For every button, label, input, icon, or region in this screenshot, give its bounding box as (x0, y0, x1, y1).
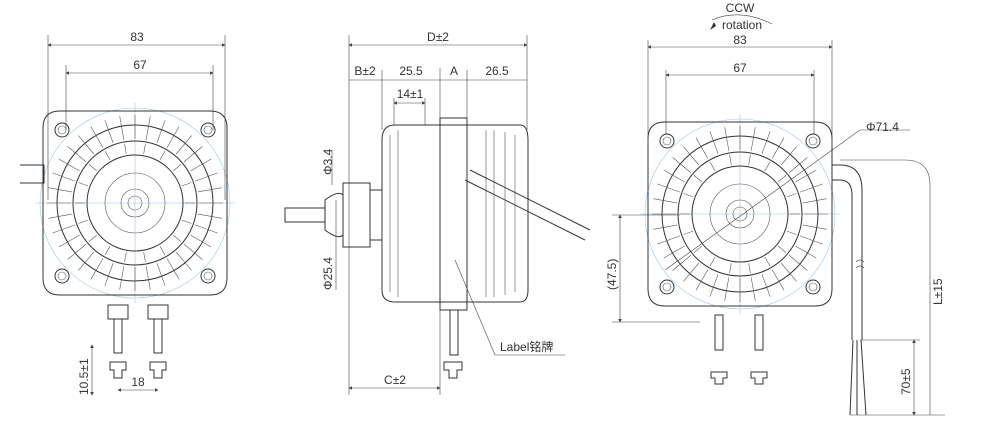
shaft-diameter-dim: Φ3.4 (321, 148, 335, 175)
dim-25-5: 25.5 (399, 64, 423, 78)
dim-a: A (450, 64, 458, 78)
terminal-spacing-dim: 18 (131, 375, 145, 389)
rear-width-dim: 83 (733, 33, 747, 47)
overall-length-dim: D±2 (427, 30, 449, 44)
rear-hole-spacing-dim: 67 (733, 61, 747, 75)
dim-b: B±2 (354, 64, 376, 78)
dim-14: 14±1 (397, 87, 424, 101)
diameter-dim: Φ71.4 (866, 120, 899, 134)
rotation-arrow-icon (710, 22, 716, 30)
strip-length-dim: 70±5 (899, 368, 913, 395)
height-ref-dim: (47.5) (605, 259, 619, 290)
boss-diameter-dim: Φ25.4 (321, 257, 335, 290)
lead-length-dim: L±15 (931, 278, 945, 305)
front-view: 83 67 10.5±1 18 (20, 30, 236, 396)
front-hole-spacing-dim: 67 (133, 58, 147, 72)
motor-rear-drawing (639, 113, 841, 315)
motor-face-drawing (34, 102, 236, 304)
dim-c: C±2 (384, 373, 406, 387)
rotation-label: rotation (722, 18, 762, 32)
rotation-direction: CCW (726, 1, 755, 15)
front-width-dim: 83 (130, 30, 144, 44)
dim-26-5: 26.5 (485, 64, 509, 78)
label-callout: Label铭牌 (500, 339, 553, 354)
terminal-length-dim: 10.5±1 (77, 358, 91, 395)
side-view: D±2 B±2 25.5 A 26.5 14±1 Φ3.4 Φ25.4 C±2 … (284, 30, 591, 395)
rear-view: CCW rotation 83 67 Φ71.4 (47.5) 70±5 L±1… (605, 1, 945, 416)
